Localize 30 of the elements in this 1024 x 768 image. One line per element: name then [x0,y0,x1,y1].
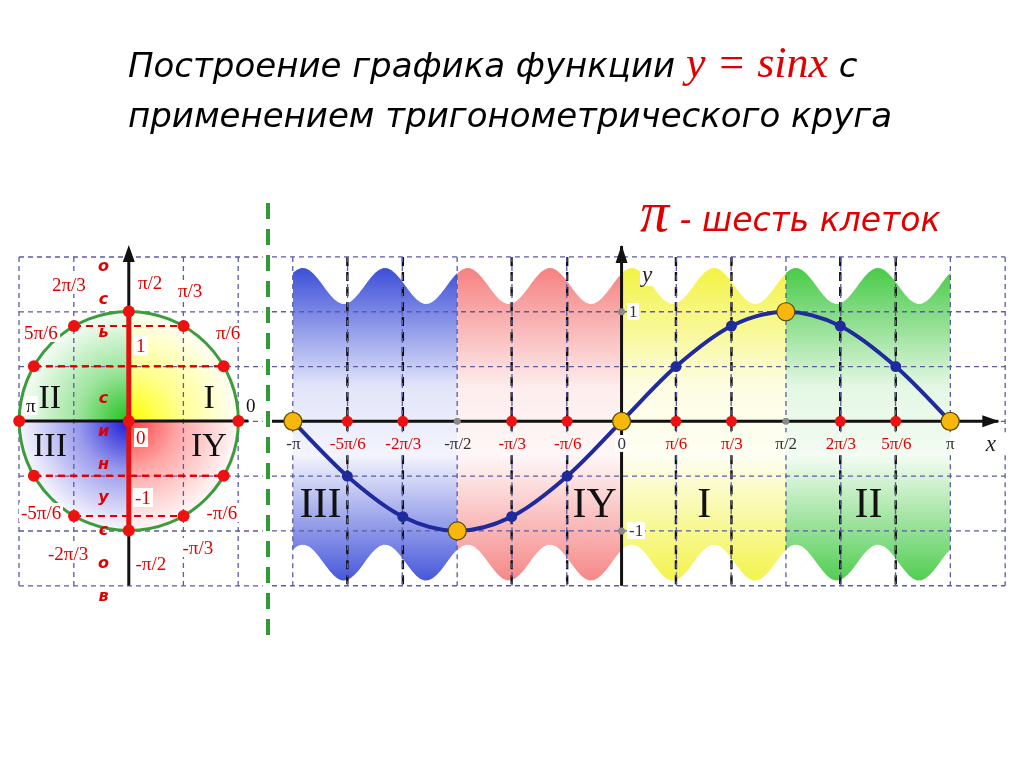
tick-label: π/6 [664,435,689,452]
roman-numeral: II [38,380,62,414]
roman-numeral: I [203,380,215,414]
tick-label: -π [285,435,302,452]
angle-label: -2π/3 [46,543,91,563]
tick-label: π [945,435,956,452]
roman-numeral: IY [191,428,227,462]
tick-label: 5π/6 [880,435,913,452]
angle-label: -5π/6 [19,502,64,522]
tick-label: -π/3 [497,435,528,452]
roman-numeral: III [33,428,67,462]
angle-label: -π/6 [204,502,240,522]
angle-label: 2π/3 [50,274,88,294]
title: Построение графика функции y = sinx с применением тригонометрического круга [128,38,893,137]
tick-label: -π/2 [443,435,473,452]
axis-caption: ось синусов [95,256,111,619]
tick-label: π/3 [719,435,744,452]
roman-numeral: I [697,482,712,525]
tick-label: -2π/3 [384,435,423,452]
tick-label: -5π/6 [328,435,367,452]
tick-label: -π/6 [553,435,583,452]
angle-label: -π/3 [180,537,216,557]
roman-numeral: IY [572,482,617,525]
tick-label: 2π/3 [824,435,858,452]
tick-label: π/2 [774,435,799,452]
scale-note: π - шесть клеток [640,184,941,246]
axis-label: x [985,432,996,455]
roman-numeral: II [854,482,883,525]
roman-numeral: III [299,482,342,525]
angle-label: π/6 [214,322,243,342]
